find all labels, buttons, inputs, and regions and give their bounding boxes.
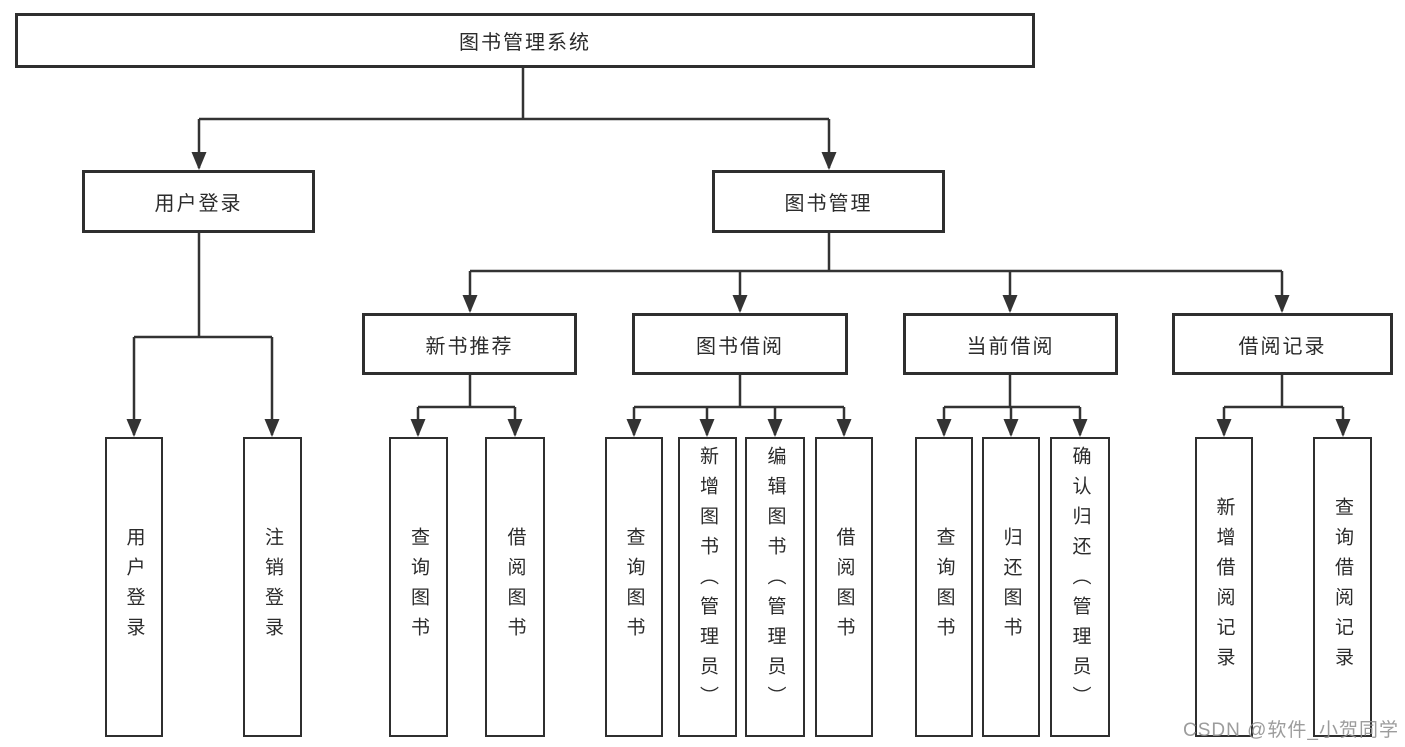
leaf-add-borrow-record: 新增借阅记录 — [1195, 437, 1253, 737]
leaf-add-books-admin: 新增图书（管理员） — [678, 437, 737, 737]
node-label: 用户登录 — [123, 527, 145, 647]
node-label: 图书借阅 — [696, 335, 784, 358]
node-label: 编辑图书（管理员） — [764, 446, 786, 716]
leaf-edit-books-admin: 编辑图书（管理员） — [745, 437, 805, 737]
node-borrow-records: 借阅记录 — [1172, 313, 1393, 375]
node-label: 查询借阅记录 — [1332, 497, 1353, 677]
node-book-management-branch: 图书管理 — [712, 170, 945, 233]
node-label: 新增图书（管理员） — [697, 446, 718, 716]
leaf-borrow-books: 借阅图书 — [815, 437, 873, 737]
connector-segments — [132, 68, 1345, 435]
node-current-borrow: 当前借阅 — [903, 313, 1118, 375]
node-label: 确认归还（管理员） — [1069, 446, 1091, 716]
node-label: 借阅图书 — [833, 527, 855, 647]
node-label: 用户登录 — [154, 193, 243, 215]
leaf-logout: 注销登录 — [243, 437, 302, 737]
node-label: 新增借阅记录 — [1213, 497, 1235, 677]
node-label: 图书管理系统 — [459, 32, 591, 54]
node-user-login-branch: 用户登录 — [82, 170, 315, 233]
leaf-return-books: 归还图书 — [982, 437, 1040, 737]
node-label: 查询图书 — [408, 527, 429, 647]
leaf-query-books-recommend: 查询图书 — [389, 437, 448, 737]
node-label: 借阅图书 — [504, 527, 526, 647]
csdn-watermark: CSDN @软件_小贺同学 — [1183, 720, 1399, 741]
node-system-root: 图书管理系统 — [15, 13, 1035, 68]
node-label: 归还图书 — [1000, 527, 1022, 647]
node-label: 注销登录 — [262, 527, 283, 647]
node-label: 当前借阅 — [966, 335, 1055, 358]
node-label: 查询图书 — [623, 527, 645, 647]
node-label: 借阅记录 — [1238, 335, 1327, 358]
leaf-query-borrow-record: 查询借阅记录 — [1313, 437, 1372, 737]
leaf-user-login: 用户登录 — [105, 437, 163, 737]
leaf-query-books-current: 查询图书 — [915, 437, 973, 737]
node-book-borrow: 图书借阅 — [632, 313, 848, 375]
node-new-book-recommend: 新书推荐 — [362, 313, 577, 375]
node-label: 查询图书 — [933, 527, 955, 647]
leaf-confirm-return-admin: 确认归还（管理员） — [1050, 437, 1110, 737]
node-label: 图书管理 — [784, 193, 873, 215]
leaf-borrow-books-recommend: 借阅图书 — [485, 437, 545, 737]
leaf-query-books-borrow: 查询图书 — [605, 437, 663, 737]
node-label: 新书推荐 — [425, 335, 514, 358]
